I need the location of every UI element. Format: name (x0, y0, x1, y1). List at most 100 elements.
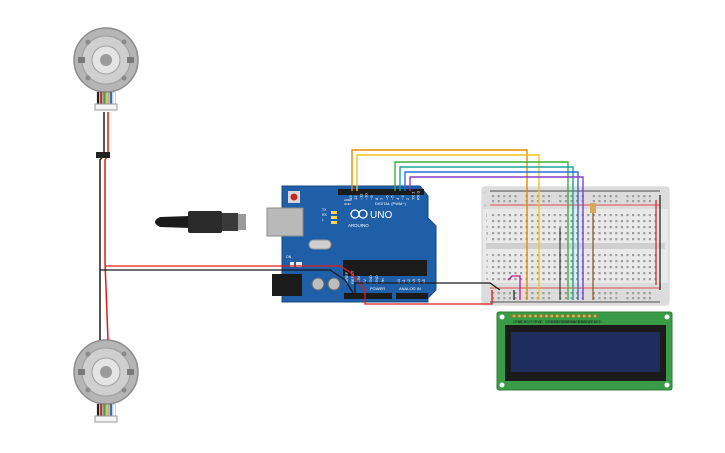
breadboard-hole[interactable] (643, 278, 646, 281)
resistor[interactable] (590, 203, 596, 213)
lcd-pin[interactable] (511, 313, 517, 319)
rail-hole[interactable] (548, 195, 551, 198)
breadboard-hole[interactable] (542, 278, 545, 281)
rail-hole[interactable] (592, 200, 595, 203)
breadboard-hole[interactable] (553, 226, 556, 229)
breadboard-hole[interactable] (520, 260, 523, 263)
rail-hole[interactable] (536, 200, 539, 203)
breadboard-hole[interactable] (626, 220, 629, 223)
breadboard-hole[interactable] (514, 232, 517, 235)
breadboard-hole[interactable] (536, 238, 539, 241)
breadboard-hole[interactable] (643, 272, 646, 275)
breadboard-hole[interactable] (643, 266, 646, 269)
breadboard-hole[interactable] (626, 260, 629, 263)
breadboard-hole[interactable] (570, 214, 573, 217)
breadboard-hole[interactable] (536, 272, 539, 275)
breadboard-hole[interactable] (626, 266, 629, 269)
breadboard-hole[interactable] (632, 278, 635, 281)
breadboard-hole[interactable] (587, 226, 590, 229)
breadboard-hole[interactable] (643, 226, 646, 229)
breadboard-hole[interactable] (620, 214, 623, 217)
rail-hole[interactable] (497, 200, 500, 203)
wire-teal[interactable] (399, 166, 574, 300)
breadboard-hole[interactable] (576, 220, 579, 223)
breadboard-hole[interactable] (604, 214, 607, 217)
breadboard-hole[interactable] (542, 272, 545, 275)
breadboard-hole[interactable] (508, 220, 511, 223)
breadboard-hole[interactable] (632, 214, 635, 217)
breadboard-hole[interactable] (598, 238, 601, 241)
rail-hole[interactable] (570, 200, 573, 203)
breadboard-hole[interactable] (492, 260, 495, 263)
breadboard-hole[interactable] (632, 260, 635, 263)
lcd-pin[interactable] (576, 313, 581, 319)
breadboard-hole[interactable] (604, 254, 607, 257)
breadboard-hole[interactable] (492, 226, 495, 229)
breadboard-hole[interactable] (492, 254, 495, 257)
breadboard-hole[interactable] (564, 266, 567, 269)
breadboard-hole[interactable] (492, 220, 495, 223)
breadboard-hole[interactable] (637, 272, 640, 275)
breadboard-hole[interactable] (592, 232, 595, 235)
breadboard-hole[interactable] (548, 226, 551, 229)
breadboard-hole[interactable] (576, 272, 579, 275)
rail-hole[interactable] (503, 200, 506, 203)
lcd-pin[interactable] (565, 313, 571, 319)
breadboard-hole[interactable] (626, 214, 629, 217)
breadboard-hole[interactable] (564, 214, 567, 217)
rail-hole[interactable] (598, 200, 601, 203)
rail-hole[interactable] (570, 195, 573, 198)
breadboard-hole[interactable] (592, 238, 595, 241)
breadboard-hole[interactable] (637, 214, 640, 217)
rail-hole[interactable] (598, 292, 601, 295)
breadboard-hole[interactable] (531, 254, 534, 257)
rail-hole[interactable] (492, 195, 495, 198)
rail-hole[interactable] (604, 292, 607, 295)
breadboard-hole[interactable] (503, 260, 506, 263)
rail-hole[interactable] (637, 297, 640, 300)
breadboard-hole[interactable] (548, 238, 551, 241)
breadboard-hole[interactable] (632, 238, 635, 241)
rail-hole[interactable] (648, 292, 651, 295)
rail-hole[interactable] (548, 292, 551, 295)
breadboard-hole[interactable] (648, 238, 651, 241)
lcd-pin[interactable] (528, 313, 533, 319)
usb-port[interactable] (266, 207, 304, 237)
breadboard-hole[interactable] (648, 272, 651, 275)
rail-hole[interactable] (536, 195, 539, 198)
breadboard-hole[interactable] (508, 232, 511, 235)
wire-blue[interactable] (404, 171, 579, 300)
breadboard-hole[interactable] (553, 220, 556, 223)
breadboard-hole[interactable] (643, 254, 646, 257)
rail-hole[interactable] (626, 297, 629, 300)
breadboard-hole[interactable] (570, 238, 573, 241)
breadboard-hole[interactable] (514, 266, 517, 269)
breadboard-hole[interactable] (587, 220, 590, 223)
breadboard-hole[interactable] (604, 260, 607, 263)
breadboard-hole[interactable] (609, 260, 612, 263)
rail-hole[interactable] (564, 200, 567, 203)
breadboard-hole[interactable] (503, 266, 506, 269)
rail-hole[interactable] (564, 195, 567, 198)
breadboard-hole[interactable] (570, 278, 573, 281)
rail-hole[interactable] (570, 292, 573, 295)
rail-hole[interactable] (615, 195, 618, 198)
wires[interactable] (96, 112, 661, 341)
breadboard-hole[interactable] (514, 272, 517, 275)
rail-hole[interactable] (531, 200, 534, 203)
breadboard-hole[interactable] (615, 226, 618, 229)
breadboard-hole[interactable] (598, 272, 601, 275)
breadboard-hole[interactable] (598, 226, 601, 229)
breadboard-hole[interactable] (553, 232, 556, 235)
breadboard-hole[interactable] (604, 232, 607, 235)
breadboard-hole[interactable] (536, 266, 539, 269)
power-jack[interactable] (272, 274, 302, 296)
breadboard-hole[interactable] (531, 272, 534, 275)
breadboard-hole[interactable] (592, 272, 595, 275)
breadboard-hole[interactable] (564, 232, 567, 235)
breadboard-hole[interactable] (620, 238, 623, 241)
rail-hole[interactable] (637, 200, 640, 203)
rail-hole[interactable] (592, 195, 595, 198)
rail-hole[interactable] (542, 297, 545, 300)
